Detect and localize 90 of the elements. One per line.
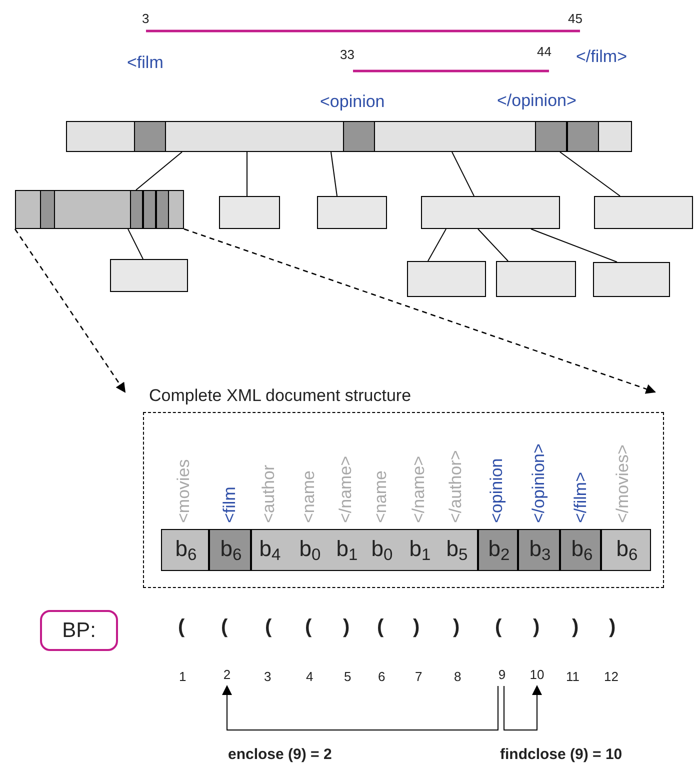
connector-line: [452, 152, 474, 196]
position-number: 7: [415, 668, 422, 686]
connector-line: [330, 152, 338, 196]
parenthesis: (: [221, 617, 228, 637]
connector-line: [560, 152, 620, 196]
bit-cell: [478, 529, 518, 571]
bit-value: b$_{1}$: [409, 535, 431, 564]
bit-value: b$_{6}$: [220, 535, 242, 564]
parenthesis: ): [343, 617, 350, 637]
rounded-label-box: BP:: [40, 610, 118, 651]
bit-value: b$_{0}$: [371, 535, 393, 564]
xml-tag: <movies: [174, 459, 194, 523]
bit-cell: [560, 529, 601, 571]
bit-value: b$_{1}$: [336, 535, 358, 564]
connector-line: [246, 152, 248, 196]
tree-node-box: [593, 262, 670, 297]
xml-tag: </opinion>: [497, 91, 576, 111]
position-number: 6: [378, 668, 386, 686]
edge-label: findclose (9) = 10: [500, 745, 622, 765]
parenthesis: (: [377, 617, 384, 637]
arrow: [14, 228, 126, 393]
xml-tag: </name>: [336, 456, 356, 523]
tree-node-box: [421, 196, 560, 229]
bit-value: b$_{6}$: [571, 535, 593, 564]
position-number: 3: [264, 668, 272, 686]
bit-value: b$_{3}$: [529, 535, 551, 564]
xml-tag: <opinion: [487, 458, 507, 523]
bit-cell: [251, 529, 478, 571]
position-number: 8: [454, 668, 462, 686]
xml-tag: <opinion: [320, 92, 385, 112]
xml-tag: <film: [127, 53, 164, 73]
position-number: 5: [344, 668, 352, 686]
arrow: [222, 685, 498, 730]
bit-value: b$_{6}$: [175, 535, 197, 564]
xml-tag: </movies>: [613, 444, 633, 523]
xml-tag: </name>: [409, 456, 429, 523]
bit-value: b$_{4}$: [259, 535, 281, 564]
tree-node-box: [317, 196, 387, 229]
tree-node-box: [110, 259, 188, 292]
bit-value: b$_{2}$: [488, 535, 510, 564]
position-number: 4: [306, 668, 314, 686]
parenthesis: ): [572, 617, 579, 637]
bit-cell: [161, 529, 209, 571]
parenthesis: ): [453, 617, 460, 637]
position-number: 2: [220, 666, 234, 684]
position-number: 1: [179, 668, 186, 686]
xml-tag: <author: [259, 464, 279, 523]
position-number: 9: [495, 666, 509, 684]
xml-tag: <film: [220, 486, 240, 523]
edge-label: enclose (9) = 2: [228, 745, 332, 765]
xml-tag: </opinion>: [529, 444, 549, 523]
xml-tag: <name: [299, 470, 319, 523]
parenthesis: ): [609, 617, 616, 637]
bit-value: b$_{5}$: [446, 535, 468, 564]
xml-tag: </film>: [571, 472, 591, 523]
parenthesis: ): [413, 617, 420, 637]
arrow: [504, 685, 542, 730]
connector-line: [128, 228, 144, 260]
position-number: 10: [527, 666, 547, 684]
xml-tag: </film>: [576, 47, 628, 67]
xml-tag: </author>: [446, 450, 466, 523]
offset-number: 44: [537, 43, 552, 61]
bit-cell: [209, 529, 251, 571]
tree-node-box: [219, 196, 280, 229]
parenthesis: (: [495, 617, 502, 637]
position-number: 12: [604, 668, 618, 686]
offset-number: 3: [142, 10, 150, 28]
tree-node-box: [594, 196, 693, 229]
arrow: [184, 228, 656, 394]
position-number: 11: [566, 668, 580, 686]
tree-node-bar: [66, 121, 632, 152]
tree-node-box: [407, 261, 486, 297]
tree-node-box: [496, 261, 576, 297]
bit-value: b$_{6}$: [616, 535, 638, 564]
parenthesis: (: [178, 617, 185, 637]
frame-heading: Complete XML document structure: [149, 386, 412, 406]
parenthesis: (: [305, 617, 312, 637]
connector-line: [136, 152, 182, 190]
connector-line: [428, 228, 446, 262]
offset-number: 33: [340, 46, 354, 64]
bit-cell: [518, 529, 560, 571]
xml-tag: <name: [371, 470, 391, 523]
connector-line: [530, 228, 618, 262]
connector-line: [478, 228, 508, 262]
parenthesis: (: [265, 617, 272, 637]
tree-node-bar: [15, 190, 184, 229]
offset-number: 45: [568, 10, 582, 28]
parenthesis: ): [533, 617, 540, 637]
bit-cell: [601, 529, 651, 571]
bit-value: b$_{0}$: [299, 535, 321, 564]
